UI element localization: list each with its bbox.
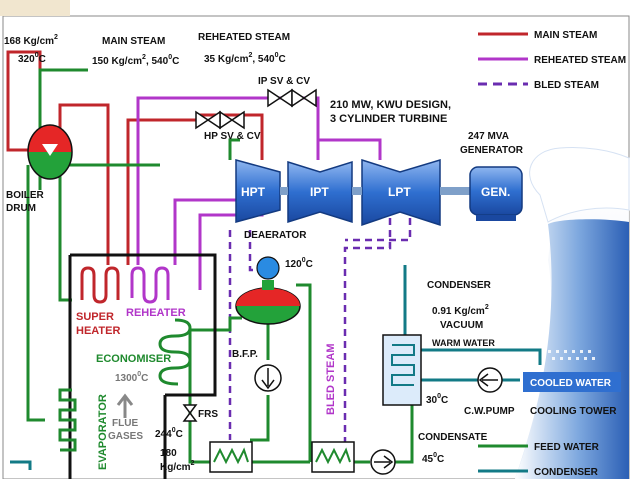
title-line-2: 3 CYLINDER TURBINE — [330, 113, 447, 125]
ip-valve-icon — [267, 88, 317, 108]
ipt-label: IPT — [310, 185, 329, 199]
flue-label-2: GASES — [108, 431, 143, 442]
evaporator-label: EVAPORATOR — [97, 394, 109, 470]
gen-label: GEN. — [481, 185, 510, 199]
cw-pump-label: C.W.PUMP — [464, 406, 515, 417]
feed-water-temp: 2440C — [155, 427, 183, 440]
superheater-coil — [80, 266, 120, 304]
boiler-drum — [27, 124, 73, 180]
condenser-unit — [382, 334, 422, 406]
lp-heater-left — [209, 441, 253, 473]
legend-feed-water: FEED WATER — [534, 442, 600, 453]
reheated-steam-label: REHEATED STEAM — [198, 32, 290, 43]
bfp-label: B.F.P. — [232, 349, 258, 360]
main-steam-label: MAIN STEAM — [102, 36, 165, 47]
feed-water-pressure: 180 — [160, 448, 177, 459]
cooling-tower — [515, 147, 630, 479]
shaft-coupling — [280, 187, 288, 195]
bled-steam-vertical-label: BLED STEAM — [325, 344, 337, 416]
hpt-turbine — [235, 159, 281, 223]
deaerator-label: DEAERATOR — [244, 230, 307, 241]
condensate-pump-icon — [370, 449, 396, 475]
main-steam-conditions: 150 Kg/cm2, 5400C — [92, 54, 179, 67]
warm-water-label: WARM WATER — [432, 338, 495, 348]
legend-main-steam: MAIN STEAM — [534, 30, 597, 41]
condensate-temp: 450C — [422, 452, 444, 465]
economiser-label: ECONOMISER — [96, 353, 171, 365]
legend-bled-steam: BLED STEAM — [534, 80, 599, 91]
cw-pump-icon — [477, 367, 503, 393]
legend-reheated-steam: REHEATED STEAM — [534, 55, 626, 66]
economiser-coil — [158, 318, 192, 386]
corner-tab — [0, 0, 70, 16]
generator-label: GENERATOR — [460, 145, 524, 156]
frs-valve-icon — [182, 404, 198, 422]
boiler-enclosure — [68, 253, 217, 479]
boiler-drum-label-2: DRUM — [6, 203, 36, 214]
lp-heater-right — [311, 441, 355, 473]
shaft — [440, 187, 470, 195]
lpt-label: LPT — [388, 185, 411, 199]
lpt-turbine — [361, 158, 441, 227]
generator — [469, 166, 523, 221]
condenser-pressure: 0.91 Kg/cm2 — [432, 304, 489, 317]
feed-water-unit: Kg/cm2 — [160, 460, 195, 473]
cw-temp-label: 300C — [426, 393, 448, 406]
vacuum-label: VACUUM — [440, 320, 483, 331]
superheater-label-1: SUPER — [76, 311, 114, 323]
legend-lines — [478, 32, 528, 473]
flue-temp-label: 13000C — [115, 371, 148, 384]
cooled-water-label: COOLED WATER — [530, 378, 612, 389]
hp-valve-icon — [195, 110, 245, 130]
condenser-pipes — [10, 265, 542, 470]
ip-valve-label: IP SV & CV — [258, 76, 310, 87]
title-line-1: 210 MW, KWU DESIGN, — [330, 99, 451, 111]
evaporator-coil — [58, 388, 77, 452]
flue-label-1: FLUE — [112, 418, 138, 429]
deaerator — [235, 256, 301, 325]
generator-rating: 247 MVA — [468, 131, 509, 142]
bfp-pump-icon — [254, 364, 282, 392]
boiler-drum-label-1: BOILER — [6, 190, 45, 201]
deaerator-temp: 1200C — [285, 257, 313, 270]
cooling-tower-label: COOLING TOWER — [530, 406, 617, 417]
hpt-label: HPT — [241, 185, 266, 199]
reheater-coil — [130, 266, 170, 304]
drum-pressure-label: 168 Kg/cm2 — [4, 34, 58, 47]
drum-temp-label: 3200C — [18, 52, 46, 65]
condenser-label: CONDENSER — [427, 280, 492, 291]
cooled-water-box — [523, 372, 621, 392]
legend-condenser: CONDENSER — [534, 467, 599, 478]
reheater-label: REHEATER — [126, 307, 186, 319]
ipt-turbine — [287, 160, 353, 224]
condensate-label: CONDENSATE — [418, 432, 488, 443]
reheated-steam-conditions: 35 Kg/cm2, 5400C — [204, 52, 286, 65]
shaft-coupling — [352, 187, 362, 195]
superheater-label-2: HEATER — [76, 325, 120, 337]
flue-gas-arrow-icon — [116, 393, 134, 418]
hp-valve-label: HP SV & CV — [204, 131, 261, 142]
frs-label: FRS — [198, 409, 218, 420]
